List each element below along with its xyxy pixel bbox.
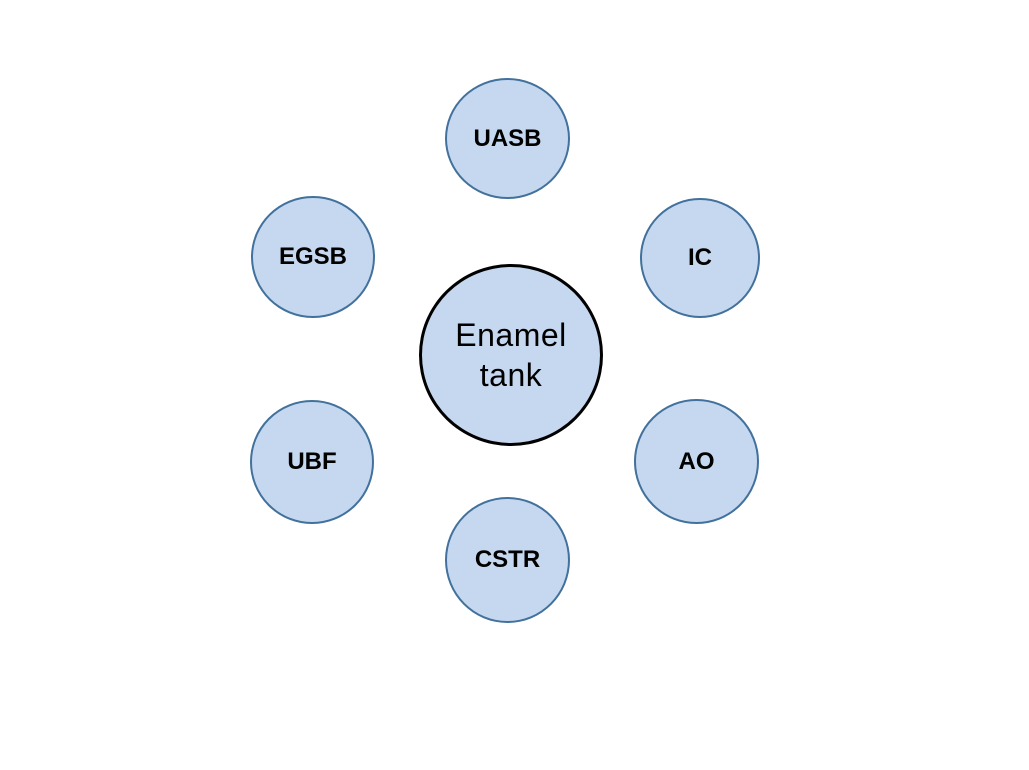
node-ic: IC	[640, 198, 760, 318]
node-ubf-label: UBF	[287, 448, 337, 475]
center-node-enamel-tank: Enamel tank	[419, 264, 603, 446]
node-egsb: EGSB	[251, 196, 375, 318]
node-egsb-label: EGSB	[278, 243, 347, 270]
node-ao: AO	[634, 399, 759, 524]
node-uasb: UASB	[445, 78, 570, 199]
node-uasb-label: UASB	[473, 124, 542, 152]
node-cstr: CSTR	[445, 497, 570, 623]
node-cstr-label: CSTR	[474, 546, 541, 573]
node-ic-label: IC	[688, 244, 712, 271]
center-node-label: Enamel tank	[455, 317, 567, 393]
node-ubf: UBF	[250, 400, 374, 524]
node-ao-label: AO	[678, 447, 715, 475]
